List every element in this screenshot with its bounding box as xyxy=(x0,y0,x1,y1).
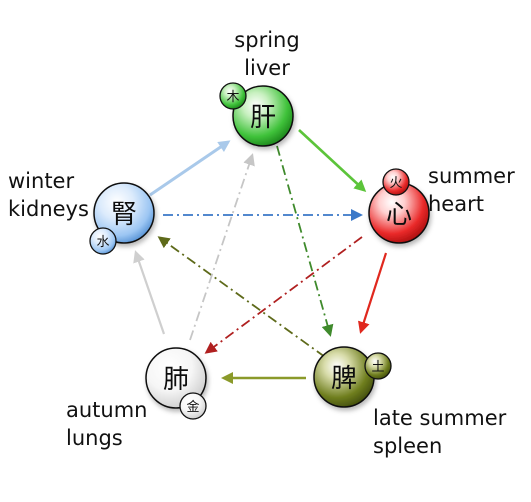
arrow-liver-to-heart xyxy=(298,129,367,193)
element-char-liver: 木 xyxy=(226,90,239,105)
organ-label-heart: heart xyxy=(428,192,484,216)
element-badge-liver: 木 xyxy=(219,82,247,110)
arrow-heart-to-spleen xyxy=(358,252,388,334)
element-badge-lungs: 金 xyxy=(179,392,207,420)
element-badge-spleen: 土 xyxy=(364,352,392,380)
label-liver: spring liver xyxy=(227,26,307,82)
organ-label-lungs: lungs xyxy=(66,426,123,450)
season-label-kidneys: winter xyxy=(8,169,75,193)
organ-char-liver: 肝 xyxy=(250,103,276,133)
node-kidneys: 腎 xyxy=(93,182,155,244)
node-liver: 肝 xyxy=(232,85,294,147)
season-label-lungs: autumn xyxy=(66,398,148,422)
organ-char-spleen: 脾 xyxy=(331,364,357,394)
organ-char-heart: 心 xyxy=(386,200,412,230)
organ-char-lungs: 肺 xyxy=(163,365,189,395)
season-label-heart: summer xyxy=(428,164,515,188)
element-char-lungs: 金 xyxy=(186,399,199,415)
arrow-spleen-to-kidneys xyxy=(157,236,326,358)
element-badge-kidneys: 水 xyxy=(89,227,117,255)
organ-char-kidneys: 腎 xyxy=(111,200,137,230)
element-char-kidneys: 水 xyxy=(96,235,109,250)
label-lungs: autumn lungs xyxy=(66,396,148,452)
label-heart: summer heart xyxy=(428,162,515,218)
arrow-lungs-to-liver xyxy=(189,153,255,341)
season-label-liver: spring xyxy=(234,28,300,52)
organ-label-kidneys: kidneys xyxy=(8,197,89,221)
element-badge-heart: 火 xyxy=(382,168,410,196)
element-char-heart: 火 xyxy=(389,176,402,191)
label-kidneys: winter kidneys xyxy=(8,167,89,223)
node-spleen: 脾 xyxy=(313,346,375,408)
organ-label-liver: liver xyxy=(244,56,290,80)
arrow-kidneys-to-liver xyxy=(149,140,231,197)
arrow-heart-to-lungs xyxy=(204,236,363,354)
element-char-spleen: 土 xyxy=(371,360,384,375)
arrow-liver-to-spleen xyxy=(276,145,334,337)
label-spleen: late summer spleen xyxy=(373,404,506,460)
arrow-lungs-to-kidneys xyxy=(133,250,166,335)
season-label-spleen: late summer xyxy=(373,406,507,430)
organ-label-spleen: spleen xyxy=(373,434,443,458)
